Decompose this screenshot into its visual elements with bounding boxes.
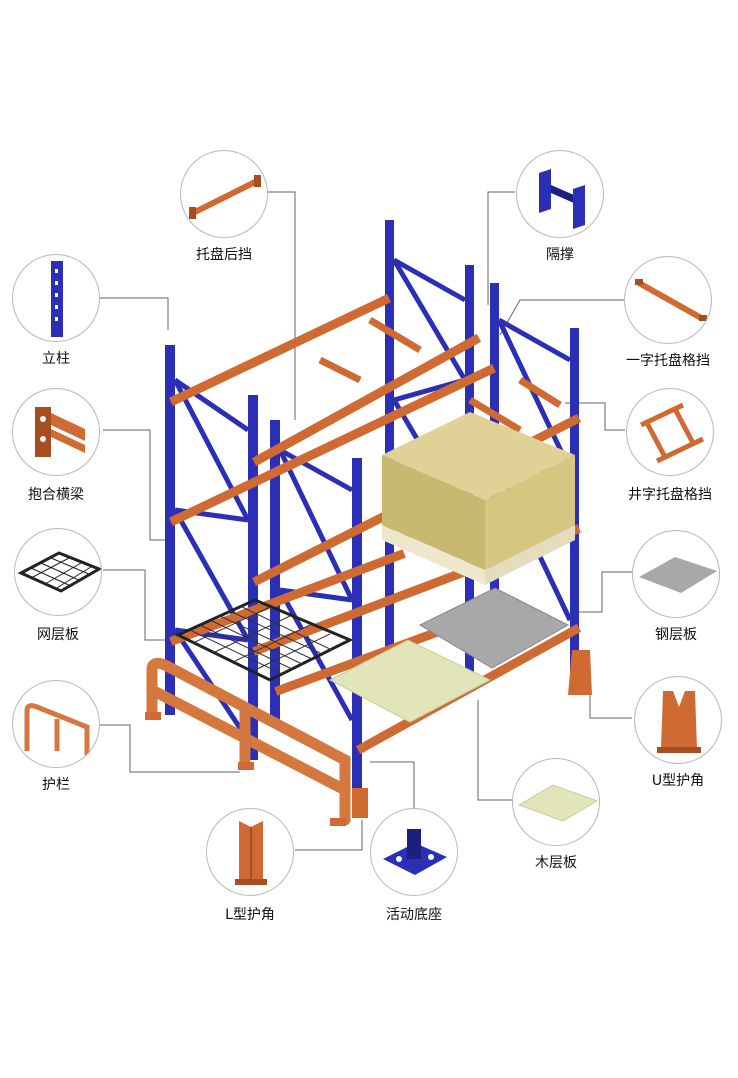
- beam-icon: [35, 407, 85, 457]
- leader-upright: [100, 297, 169, 330]
- leader-lines: [98, 191, 632, 851]
- upright-mid-front: [352, 458, 362, 788]
- leader-spacer: [487, 191, 515, 305]
- label-guard-rail: 护栏: [42, 777, 70, 793]
- circle-l-guard: [206, 808, 294, 896]
- steel-deck-panel: [418, 587, 570, 669]
- leader-l-guard: [295, 820, 363, 851]
- label-wire-deck: 网层板: [37, 627, 79, 643]
- wood-panel-icon: [517, 784, 599, 822]
- circle-upright: [12, 254, 100, 342]
- leader-u-guard: [589, 688, 632, 719]
- upright-back-left-rear: [385, 220, 394, 650]
- label-wood-deck: 木层板: [535, 855, 577, 871]
- label-adjustable-base: 活动底座: [386, 907, 442, 923]
- label-single-pallet-support: 一字托盘格挡: [626, 353, 710, 369]
- label-l-guard: L型护角: [225, 907, 275, 923]
- label-spacer: 隔撑: [546, 247, 574, 263]
- steel-panel-icon: [639, 557, 717, 593]
- circle-guard-rail: [12, 680, 100, 768]
- circle-step-beam: [12, 388, 100, 476]
- label-steel-deck: 钢层板: [655, 627, 697, 643]
- base-plate-icon: [383, 829, 447, 875]
- wood-deck-panel: [328, 639, 492, 723]
- label-u-guard: U型护角: [651, 773, 705, 789]
- guard-rail-structure: [146, 657, 351, 826]
- circle-single-pallet-support: [624, 256, 712, 344]
- upright-left-rear: [165, 345, 175, 715]
- circle-adjustable-base: [370, 808, 458, 896]
- u-guard-icon: [657, 691, 701, 753]
- circle-grid-pallet-support: [626, 388, 714, 476]
- single-bar-icon: [635, 279, 707, 322]
- label-upright: 立柱: [42, 351, 70, 367]
- wire-deck-panel: [174, 598, 354, 682]
- wire-deck-icon: [17, 551, 101, 593]
- guard-rail-icon: [24, 703, 90, 755]
- foot-plates: [145, 650, 592, 826]
- circle-wood-deck: [512, 758, 600, 846]
- leader-steel: [575, 571, 632, 613]
- spacer-icon: [539, 169, 585, 229]
- upright-icon: [51, 261, 63, 337]
- leader-wood: [477, 700, 512, 801]
- leader-guard: [98, 724, 240, 773]
- back-stop-icon: [189, 175, 261, 219]
- circle-u-guard: [634, 676, 722, 764]
- circle-pallet-back-stop: [180, 150, 268, 238]
- leader-base: [370, 761, 415, 812]
- label-step-beam: 抱合横梁: [28, 487, 84, 503]
- ladder-icon: [639, 402, 705, 464]
- label-grid-pallet-support: 井字托盘格挡: [628, 487, 712, 503]
- leader-ladder: [565, 402, 625, 431]
- boxed-pallet-load: [382, 412, 575, 585]
- circle-wire-deck: [14, 528, 102, 616]
- label-pallet-back-stop: 托盘后挡: [196, 247, 252, 263]
- circle-steel-deck: [632, 530, 720, 618]
- l-guard-icon: [235, 821, 267, 885]
- leader-beam: [103, 429, 175, 541]
- circle-spacer: [516, 150, 604, 238]
